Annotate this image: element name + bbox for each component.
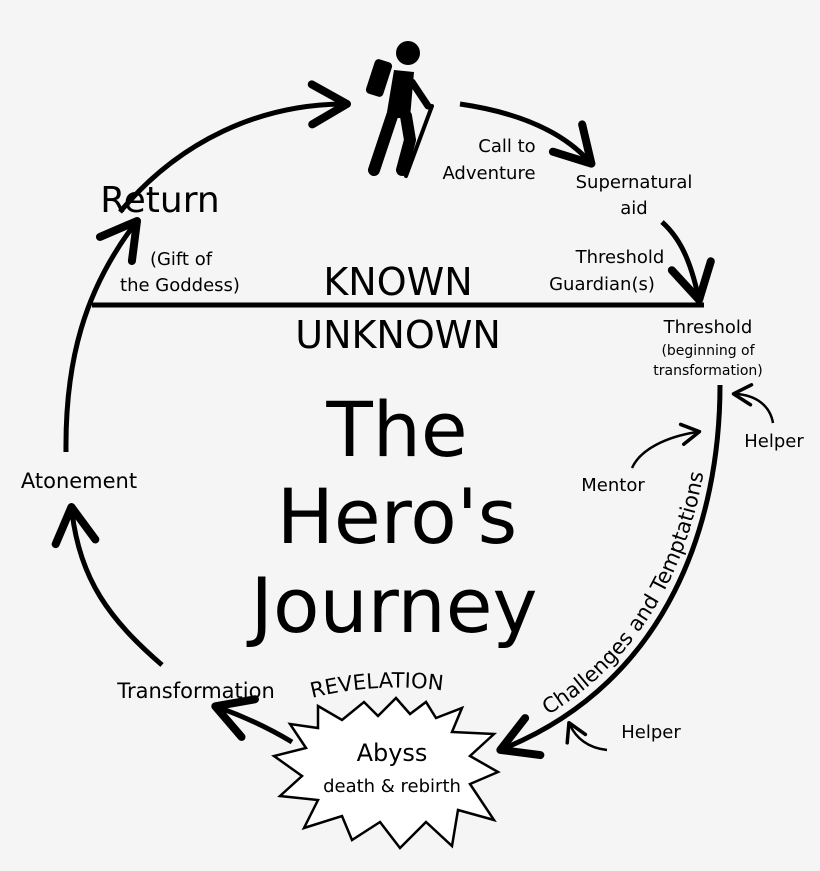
arrow-to-supernatural-aid <box>459 101 596 168</box>
unknown-label: UNKNOWN <box>295 313 501 357</box>
supernatural-aid-label-2: aid <box>620 198 647 219</box>
threshold-guardian-label-1: Threshold <box>575 247 665 268</box>
transformation-label: Transformation <box>116 679 275 703</box>
return-label: Return <box>100 180 219 221</box>
arrow-mentor <box>630 422 702 469</box>
arrow-helper-top <box>731 383 775 424</box>
abyss-label: Abyss <box>357 739 428 767</box>
arrow-abyss-to-transformation <box>211 695 294 745</box>
revelation-label: REVELATION <box>308 668 445 702</box>
call-to-adventure-label-1: Call to <box>478 136 535 157</box>
arrow-to-threshold <box>660 220 715 304</box>
threshold-sub-label-2: transformation) <box>653 363 763 379</box>
title-line-3: Journey <box>247 561 538 650</box>
abyss-starburst <box>271 696 501 850</box>
abyss-sub-label: death & rebirth <box>323 776 461 797</box>
mentor-label: Mentor <box>581 475 645 496</box>
title-line-2: Hero's <box>277 472 517 561</box>
arrow-return-to-start <box>118 80 351 214</box>
known-label: KNOWN <box>323 260 472 304</box>
call-to-adventure-label-2: Adventure <box>442 163 535 184</box>
arc-threshold-to-abyss <box>496 384 723 760</box>
title-line-1: The <box>325 385 467 474</box>
threshold-guardian-label-2: Guardian(s) <box>549 274 655 295</box>
arrow-helper-bottom <box>565 720 608 752</box>
arrow-atonement-to-return <box>63 217 142 453</box>
hiker-icon <box>365 41 434 178</box>
helper-bottom-label: Helper <box>621 722 681 743</box>
helper-top-label: Helper <box>744 431 804 452</box>
challenges-label: Challenges and Temptations <box>538 469 709 719</box>
arrow-transformation-to-atonement <box>51 503 164 667</box>
gift-label-2: the Goddess) <box>120 275 240 296</box>
supernatural-aid-label-1: Supernatural <box>576 172 693 193</box>
gift-label-1: (Gift of <box>150 249 213 270</box>
threshold-label: Threshold <box>663 317 753 338</box>
threshold-sub-label-1: (beginning of <box>661 343 755 359</box>
atonement-label: Atonement <box>21 469 137 493</box>
